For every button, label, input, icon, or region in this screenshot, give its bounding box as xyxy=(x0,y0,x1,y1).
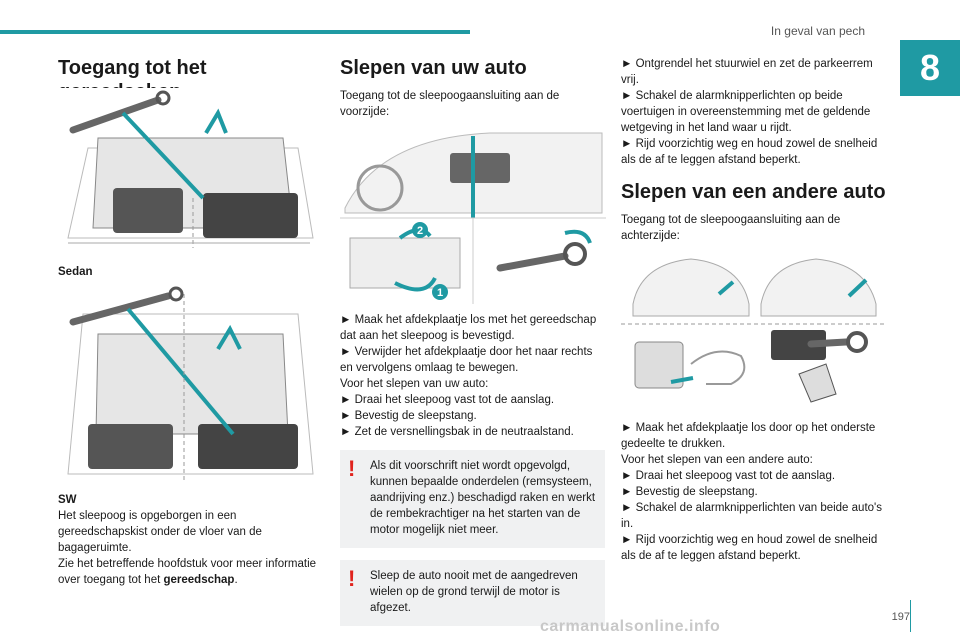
heading-towing-other: Slepen van een andere auto xyxy=(621,181,886,203)
col1-para1: Het sleepoog is opgeborgen in een gereed… xyxy=(58,510,262,554)
col3-bottom-line-1: Voor het slepen van een andere auto: xyxy=(621,454,813,466)
warning-text-2: Sleep de auto nooit met de aangedreven w… xyxy=(370,570,578,614)
step-badge-1: 1 xyxy=(437,287,443,299)
caption-sw: SW xyxy=(58,494,77,506)
col3-top-line-1: ► Schakel de alarmknipperlichten op beid… xyxy=(621,90,871,134)
column-towing-other: ► Ontgrendel het stuurwiel en zet de par… xyxy=(621,56,886,244)
col2-intro: Toegang tot de sleepoogaansluiting aan d… xyxy=(340,90,560,118)
heading-towing-own: Slepen van uw auto xyxy=(340,57,527,79)
page-number: 197 xyxy=(891,611,910,623)
sw-boot-illustration xyxy=(67,286,314,480)
footer-divider xyxy=(910,600,911,632)
header-accent-bar xyxy=(0,30,470,34)
col1-text: SW Het sleepoog is opgeborgen in een ger… xyxy=(58,492,320,588)
col2-line-3: ► Draai het sleepoog vast tot de aanslag… xyxy=(340,394,555,406)
chapter-badge: 8 xyxy=(900,40,960,96)
warning-text-1: Als dit voorschrift niet wordt opgevolgd… xyxy=(370,460,596,536)
front-tow-illustration: 2 1 xyxy=(340,132,606,304)
col2-line-0: ► Maak het afdekplaatje los met het gere… xyxy=(340,314,597,342)
col2-line-4: ► Bevestig de sleepstang. xyxy=(340,410,477,422)
warning-box-1: ! Als dit voorschrift niet wordt opgevol… xyxy=(340,450,605,548)
figure-front-tow: 2 1 xyxy=(340,128,606,304)
col3-bottom-line-3: ► Bevestig de sleepstang. xyxy=(621,486,758,498)
col2-line-2: Voor het slepen van uw auto: xyxy=(340,378,489,390)
rear-tow-illustration xyxy=(621,258,887,403)
link-gereedschap: gereedschap xyxy=(163,574,235,586)
col2-line-5: ► Zet de versnellingsbak in de neutraals… xyxy=(340,426,574,438)
sedan-boot-illustration xyxy=(67,90,314,248)
col2-line-1: ► Verwijder het afdekplaatje door het na… xyxy=(340,346,593,374)
col3-top-line-2: ► Rijd voorzichtig weg en houd zowel de … xyxy=(621,138,878,166)
col3-bottom-line-2: ► Draai het sleepoog vast tot de aanslag… xyxy=(621,470,836,482)
figure-sw-boot xyxy=(58,284,320,480)
warning-icon: ! xyxy=(348,456,356,481)
step-badge-2: 2 xyxy=(417,225,423,237)
col3-bottom-text: ► Maak het afdekplaatje los door op het … xyxy=(621,420,886,564)
warning-box-2: ! Sleep de auto nooit met de aangedreven… xyxy=(340,560,605,626)
col2-text: ► Maak het afdekplaatje los met het gere… xyxy=(340,312,605,626)
figure-rear-tow xyxy=(621,244,887,404)
column-towing-own: Slepen van uw auto Toegang tot de sleepo… xyxy=(340,56,605,120)
col3-bottom-line-4: ► Schakel de alarmknipperlichten van bei… xyxy=(621,502,882,530)
col1-para2: Zie het betreffende hoofdstuk voor meer … xyxy=(58,558,317,586)
section-title: In geval van pech xyxy=(770,24,865,38)
col3-intro: Toegang tot de sleepoogaansluiting aan d… xyxy=(621,214,841,242)
figure-sedan-boot xyxy=(58,88,320,260)
warning-icon: ! xyxy=(348,566,356,591)
col3-bottom-line-5: ► Rijd voorzichtig weg en houd zowel de … xyxy=(621,534,878,562)
col3-bottom-line-0: ► Maak het afdekplaatje los door op het … xyxy=(621,422,876,450)
col3-top-line-0: ► Ontgrendel het stuurwiel en zet de par… xyxy=(621,58,873,86)
caption-sedan: Sedan xyxy=(58,266,93,278)
watermark: carmanualsonline.info xyxy=(540,618,721,635)
